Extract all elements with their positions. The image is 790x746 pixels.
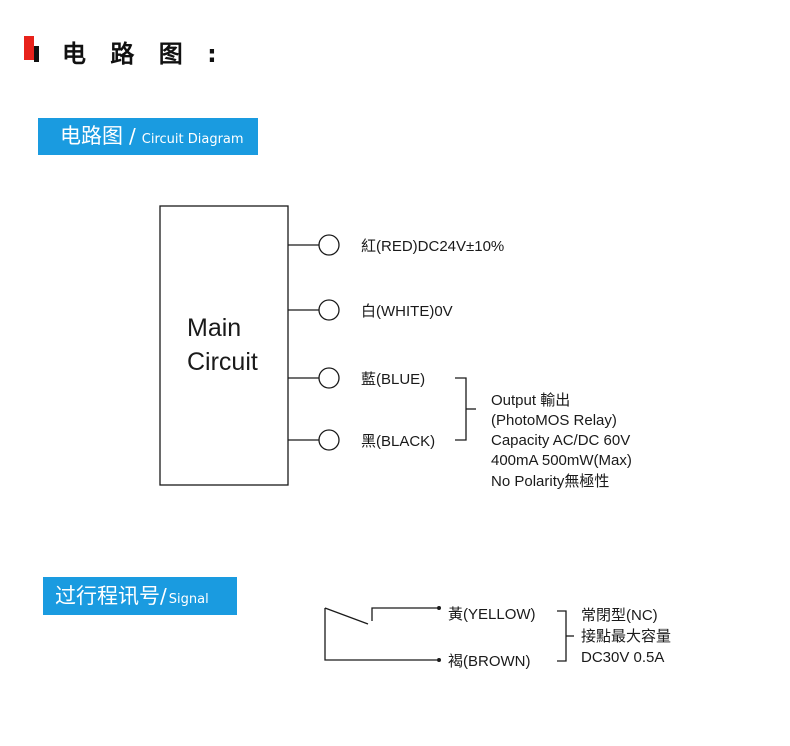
black-terminal-icon [318, 429, 340, 451]
heading-black-marker [34, 46, 39, 62]
output-note-line: No Polarity無極性 [491, 473, 609, 490]
signal-note-line: 常閉型(NC) [581, 607, 658, 624]
circuit-banner-subtitle: Circuit Diagram [141, 132, 244, 147]
output-note-line: 400mA 500mW(Max) [491, 452, 632, 469]
signal-banner-separator: / [160, 584, 167, 608]
black-wire-label: 黑(BLACK) [361, 433, 435, 450]
blue-wire-label: 藍(BLUE) [361, 371, 425, 388]
signal-banner: 过行程讯号/Signal [43, 577, 237, 615]
circuit-diagram-banner: 电路图/ Circuit Diagram [38, 118, 258, 155]
main-box-line1: Main [187, 314, 241, 342]
brown-wire-label: 褐(BROWN) [448, 653, 531, 670]
heading-red-marker [24, 36, 34, 60]
white-terminal-icon [318, 299, 340, 321]
output-note-line: (PhotoMOS Relay) [491, 412, 617, 429]
red-wire-label: 紅(RED)DC24V±10% [361, 238, 504, 255]
main-circuit-box [159, 205, 289, 486]
yellow-dot-icon [437, 606, 441, 610]
signal-note-line: 接點最大容量 [581, 628, 671, 645]
output-note-line: Capacity AC/DC 60V [491, 432, 630, 449]
brown-dot-icon [437, 658, 441, 662]
white-wire-label: 白(WHITE)0V [361, 303, 453, 320]
output-note-line: Output 輸出 [491, 392, 570, 409]
signal-banner-title: 过行程讯号 [55, 584, 160, 608]
circuit-banner-separator: / [129, 124, 136, 148]
signal-bracket [557, 610, 567, 662]
signal-banner-subtitle: Signal [168, 592, 209, 607]
page-title: 电 路 图 : [62, 40, 225, 68]
red-terminal-icon [318, 234, 340, 256]
yellow-wire-label: 黃(YELLOW) [448, 606, 536, 623]
signal-note-line: DC30V 0.5A [581, 649, 664, 666]
switch-top-wire [371, 607, 437, 621]
blue-terminal-icon [318, 367, 340, 389]
main-box-line2: Circuit [187, 348, 258, 376]
switch-bottom-wire [324, 608, 437, 661]
switch-contact-icon [324, 607, 369, 625]
output-bracket [455, 377, 467, 441]
circuit-banner-title: 电路图 [60, 124, 123, 148]
